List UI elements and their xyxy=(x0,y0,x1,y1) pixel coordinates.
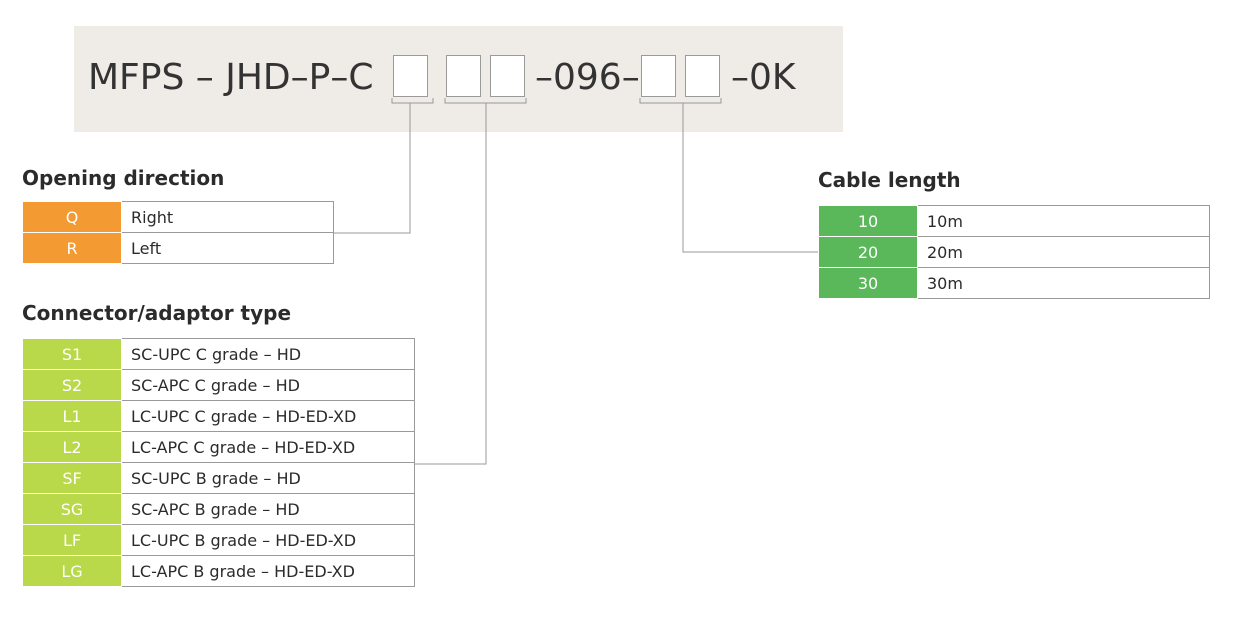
table-row: R Left xyxy=(22,232,334,264)
option-label: Left xyxy=(121,232,334,264)
part-number-middle: –096– xyxy=(535,57,640,98)
table-row: S1 SC-UPC C grade – HD xyxy=(22,338,415,370)
table-row: SG SC-APC B grade – HD xyxy=(22,493,415,525)
connector-type-slot-2 xyxy=(490,55,525,97)
connector-type-bracket xyxy=(444,98,527,104)
table-row: Q Right xyxy=(22,201,334,233)
option-code: LF xyxy=(22,524,122,556)
option-label: LC-UPC C grade – HD-ED-XD xyxy=(121,400,415,432)
cable-length-slot-1 xyxy=(641,55,676,97)
option-label: 20m xyxy=(917,236,1210,268)
opening-direction-table: Q Right R Left xyxy=(22,201,334,264)
option-code: S2 xyxy=(22,369,122,401)
cable-length-line xyxy=(682,103,818,253)
option-label: 30m xyxy=(917,267,1210,299)
table-row: SF SC-UPC B grade – HD xyxy=(22,462,415,494)
table-row: LG LC-APC B grade – HD-ED-XD xyxy=(22,555,415,587)
option-label: 10m xyxy=(917,205,1210,237)
option-code: L2 xyxy=(22,431,122,463)
option-code: 30 xyxy=(818,267,918,299)
option-code: L1 xyxy=(22,400,122,432)
connector-type-slot-1 xyxy=(446,55,481,97)
cable-length-table: 10 10m 20 20m 30 30m xyxy=(818,205,1210,299)
connector-type-table: S1 SC-UPC C grade – HD S2 SC-APC C grade… xyxy=(22,338,415,587)
option-code: 10 xyxy=(818,205,918,237)
option-code: SG xyxy=(22,493,122,525)
option-code: S1 xyxy=(22,338,122,370)
option-label: LC-APC B grade – HD-ED-XD xyxy=(121,555,415,587)
connector-type-line xyxy=(414,103,487,465)
part-number-prefix: MFPS – JHD–P–C xyxy=(88,57,374,98)
cable-length-bracket xyxy=(639,98,722,104)
option-label: LC-APC C grade – HD-ED-XD xyxy=(121,431,415,463)
table-row: L2 LC-APC C grade – HD-ED-XD xyxy=(22,431,415,463)
part-number-suffix: –0K xyxy=(731,57,796,98)
table-row: 20 20m xyxy=(818,236,1210,268)
option-label: SC-APC C grade – HD xyxy=(121,369,415,401)
connector-type-title: Connector/adaptor type xyxy=(22,301,292,325)
table-row: S2 SC-APC C grade – HD xyxy=(22,369,415,401)
opening-direction-line xyxy=(334,103,411,234)
table-row: LF LC-UPC B grade – HD-ED-XD xyxy=(22,524,415,556)
table-row: 30 30m xyxy=(818,267,1210,299)
option-code: SF xyxy=(22,462,122,494)
cable-length-slot-2 xyxy=(685,55,720,97)
option-code: Q xyxy=(22,201,122,233)
option-label: SC-UPC C grade – HD xyxy=(121,338,415,370)
option-code: LG xyxy=(22,555,122,587)
cable-length-title: Cable length xyxy=(818,168,961,192)
table-row: L1 LC-UPC C grade – HD-ED-XD xyxy=(22,400,415,432)
opening-direction-slot xyxy=(393,55,428,97)
option-label: Right xyxy=(121,201,334,233)
opening-direction-title: Opening direction xyxy=(22,166,225,190)
option-code: R xyxy=(22,232,122,264)
opening-direction-bracket xyxy=(391,98,434,104)
table-row: 10 10m xyxy=(818,205,1210,237)
option-code: 20 xyxy=(818,236,918,268)
option-label: LC-UPC B grade – HD-ED-XD xyxy=(121,524,415,556)
option-label: SC-APC B grade – HD xyxy=(121,493,415,525)
option-label: SC-UPC B grade – HD xyxy=(121,462,415,494)
